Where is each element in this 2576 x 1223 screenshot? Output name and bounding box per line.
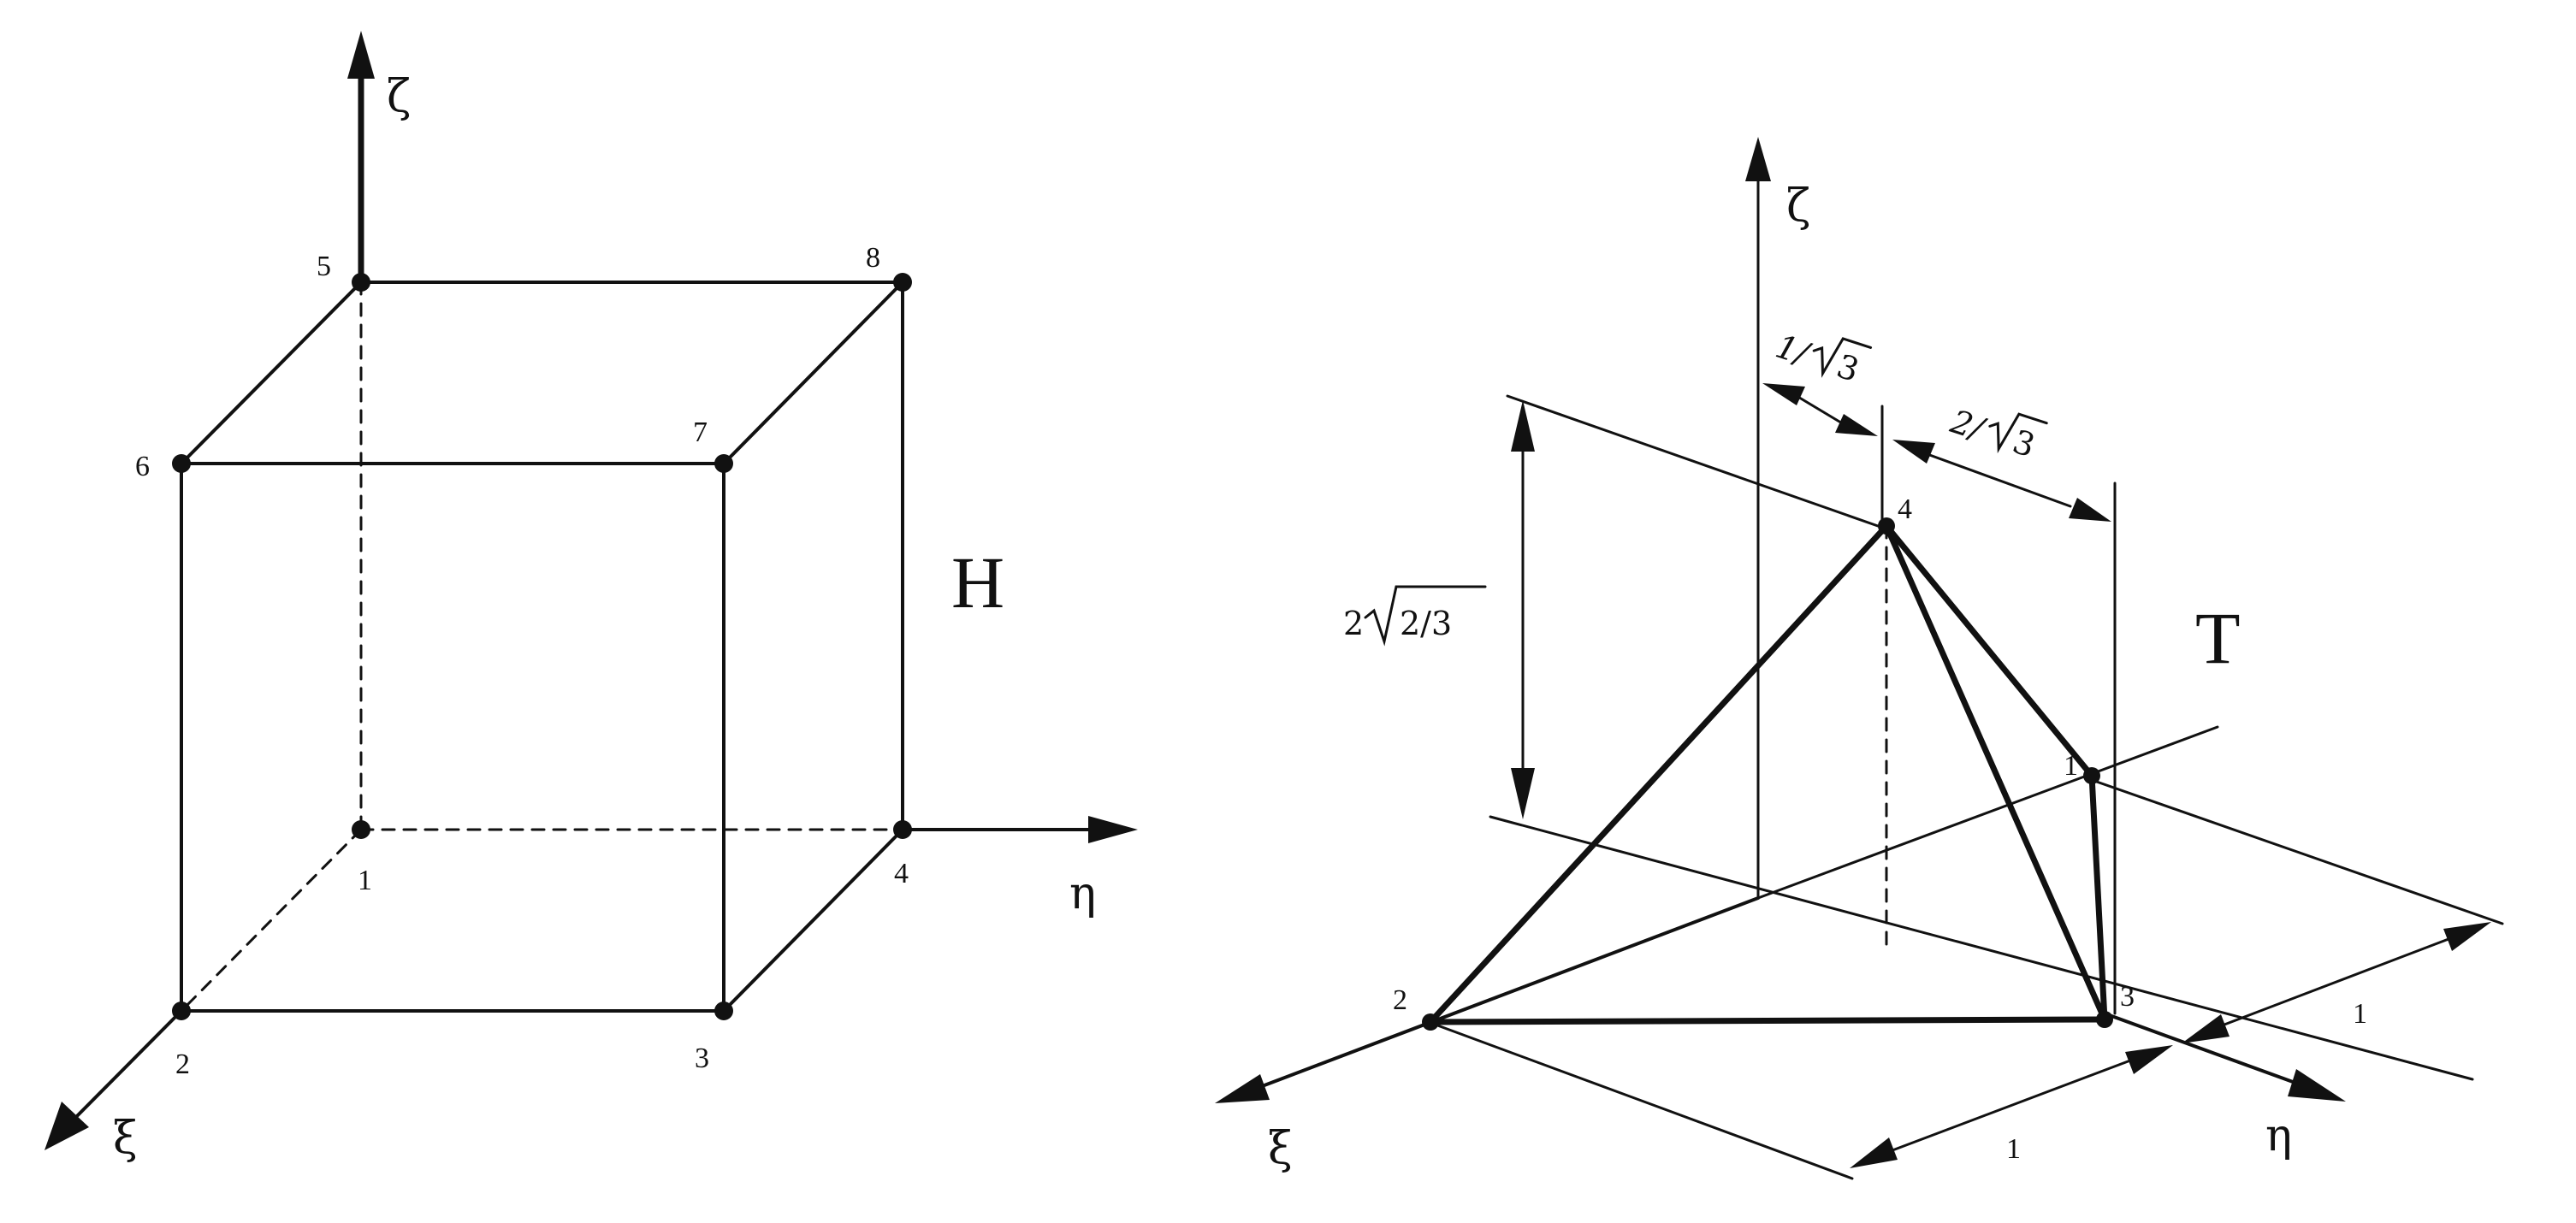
node-7-dot <box>714 454 733 473</box>
edge-1-3-t <box>2088 772 2108 1023</box>
node-1-t-label: 1 <box>2064 750 2078 782</box>
hexahedron-label: H <box>951 541 1004 623</box>
node-3-label: 3 <box>695 1043 709 1074</box>
xi-arrowhead-t-icon <box>1215 1074 1270 1103</box>
hidden-edge-1-2 <box>180 828 363 1013</box>
offset-a-radical-sign-icon <box>1812 337 1873 378</box>
unit-eta-arrow-right-icon <box>2443 922 2491 951</box>
node-3-t-dot <box>2096 1011 2113 1028</box>
edge-3-4 <box>722 828 904 1013</box>
zeta-arrowhead-icon <box>347 31 375 79</box>
unit-eta-dimension-line <box>2223 937 2450 1026</box>
node-1-dot <box>352 820 370 839</box>
node-4-t-dot <box>1878 517 1895 535</box>
tetrahedron-label: T <box>2195 597 2241 679</box>
offset-a-label: 1/ 3 <box>1771 328 1873 389</box>
offset-b-arrow-left-icon <box>1892 440 1935 464</box>
node-1-t-dot <box>2083 767 2100 784</box>
node2-eta-line <box>1431 1022 1854 1180</box>
top-reference-line <box>1506 394 1880 528</box>
offset-a-radicand: 3 <box>1833 347 1864 389</box>
eta-arrowhead-t-icon <box>2288 1069 2346 1102</box>
node-4-t-label: 4 <box>1898 493 1912 525</box>
node-6-label: 6 <box>135 451 150 482</box>
node-3-t-label: 3 <box>2120 981 2135 1013</box>
edge-2-4-t <box>1427 523 1890 1025</box>
node-8-label: 8 <box>866 242 880 274</box>
zeta-label: ζ <box>387 71 411 122</box>
offset-b-radical-sign-icon <box>1988 412 2048 454</box>
unit-eta-label: 1 <box>2353 998 2367 1030</box>
node-2-t-label: 2 <box>1393 984 1407 1016</box>
edge-2-3-t <box>1427 1016 2108 1025</box>
height-arrow-bottom-icon <box>1511 768 1535 819</box>
xi-label-t: ξ <box>1268 1123 1293 1174</box>
node-6-dot <box>172 454 191 473</box>
offset-a-dimension-line <box>1795 394 1841 423</box>
offset-a-prefix: 1/ <box>1771 328 1815 374</box>
height-radicand: 2/3 <box>1400 605 1452 642</box>
height-arrow-top-icon <box>1511 400 1535 452</box>
height-radical-sign-icon <box>1364 585 1487 647</box>
unit-xi-arrow-right-icon <box>2125 1045 2173 1074</box>
unit-xi-dimension-line <box>1891 1059 2132 1152</box>
node-2-dot <box>172 1001 191 1020</box>
node1-eta-line <box>2090 778 2504 925</box>
node-2-t-dot <box>1422 1013 1439 1031</box>
height-dimension-label: 2 2/3 <box>1343 585 1487 647</box>
offset-a-arrow-left-icon <box>1762 383 1805 405</box>
offset-b-arrow-right-icon <box>2069 498 2111 522</box>
eta-axis-t <box>2103 1012 2295 1084</box>
tetrahedron-element: 1 2 3 4 ζ ξ η T 2 2/3 1/ 3 2 <box>1215 137 2504 1180</box>
xi-label: ξ <box>113 1113 138 1164</box>
offset-a-arrow-right-icon <box>1835 414 1878 436</box>
xi-axis-t <box>1256 896 1760 1090</box>
hexahedron-element: 1 2 3 4 5 6 7 8 ζ η ξ H <box>44 31 1138 1164</box>
edge-7-8 <box>722 281 904 465</box>
node-7-label: 7 <box>693 417 708 448</box>
edge-4-1-t <box>1883 523 2095 779</box>
zeta-arrowhead-t-icon <box>1745 137 1771 181</box>
height-coef: 2 <box>1343 605 1364 642</box>
node-8-dot <box>893 273 912 292</box>
unit-xi-arrow-left-icon <box>1850 1137 1898 1168</box>
edge-4-3-t <box>1883 523 2108 1023</box>
node-4-label: 4 <box>894 858 909 889</box>
node-4-dot <box>893 820 912 839</box>
node-2-label: 2 <box>175 1049 190 1080</box>
xi-extension-line <box>1756 725 2219 900</box>
offset-b-label: 2/ 3 <box>1945 402 2048 464</box>
node-5-label: 5 <box>317 251 331 282</box>
unit-eta-arrow-left-icon <box>2182 1014 2230 1043</box>
eta-label: η <box>1069 868 1096 919</box>
offset-b-dimension-line <box>1923 452 2072 508</box>
node-3-dot <box>714 1001 733 1020</box>
node-1-label: 1 <box>358 865 372 896</box>
xi-axis <box>71 1009 183 1122</box>
eta-label-t: η <box>2265 1110 2292 1161</box>
node-5-dot <box>352 273 370 292</box>
eta-arrowhead-icon <box>1088 816 1138 843</box>
baseline-front <box>1489 815 2474 1081</box>
edge-5-6 <box>180 281 363 465</box>
offset-b-radicand: 3 <box>2008 422 2040 464</box>
zeta-label-t: ζ <box>1786 180 1810 232</box>
xi-arrowhead-icon <box>44 1102 89 1150</box>
offset-b-prefix: 2/ <box>1945 402 1991 449</box>
unit-xi-label: 1 <box>2006 1133 2021 1165</box>
